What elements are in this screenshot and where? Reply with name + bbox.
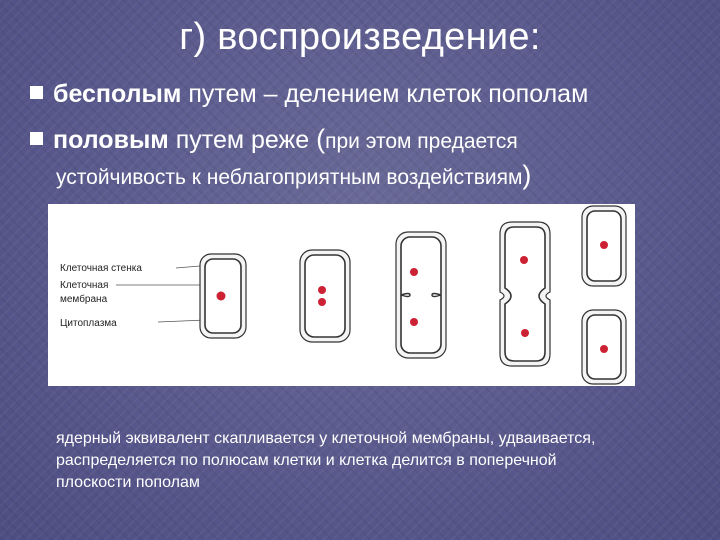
nucleus: [318, 298, 326, 306]
figure-caption: ядерный эквивалент скапливается у клеточ…: [56, 428, 616, 494]
cell-stage-5-bottom: [582, 310, 626, 384]
cell-stage-1: [200, 254, 246, 338]
cell-stage-4: [500, 222, 550, 366]
slide-title: г) воспроизведение:: [0, 16, 720, 59]
bullet-sexual-text: путем реже: [169, 126, 316, 154]
bullet-sexual-continuation: устойчивость к неблагоприятным воздейств…: [56, 160, 531, 191]
cell-stage-3: [396, 232, 446, 358]
bullet-sexual: половым путем реже (при этом предается: [30, 124, 518, 155]
bullet-sexual-small: при этом предается: [325, 130, 518, 153]
nucleus: [520, 256, 528, 264]
nucleus: [217, 292, 226, 301]
nucleus: [410, 268, 418, 276]
label-cell-wall: Клеточная стенка: [60, 263, 142, 274]
label-cytoplasm: Цитоплазма: [60, 318, 117, 329]
leader-cell-wall: [176, 266, 200, 268]
leader-cytoplasm: [158, 320, 206, 322]
bullet-asexual-text: путем – делением клеток пополам: [181, 80, 588, 108]
open-paren: (: [316, 124, 325, 154]
label-membrane-1: Клеточная: [60, 280, 108, 291]
cell-stage-5-top: [582, 206, 626, 286]
cell-stage-2: [300, 250, 350, 342]
bullet-asexual-strong: бесполым: [53, 80, 181, 108]
bullet-marker: [30, 132, 43, 145]
bullet-marker: [30, 86, 43, 99]
continuation-text: устойчивость к неблагоприятным воздейств…: [56, 166, 522, 189]
nucleus: [318, 286, 326, 294]
close-paren: ): [522, 160, 531, 190]
bullet-asexual: бесполым путем – делением клеток пополам: [30, 80, 588, 109]
nucleus: [521, 329, 529, 337]
binary-fission-figure: Клеточная стенка Клеточная мембрана Цито…: [48, 204, 635, 386]
nucleus: [600, 345, 608, 353]
bullet-sexual-strong: половым: [53, 126, 169, 154]
label-membrane-2: мембрана: [60, 293, 108, 305]
nucleus: [600, 241, 608, 249]
nucleus: [410, 318, 418, 326]
